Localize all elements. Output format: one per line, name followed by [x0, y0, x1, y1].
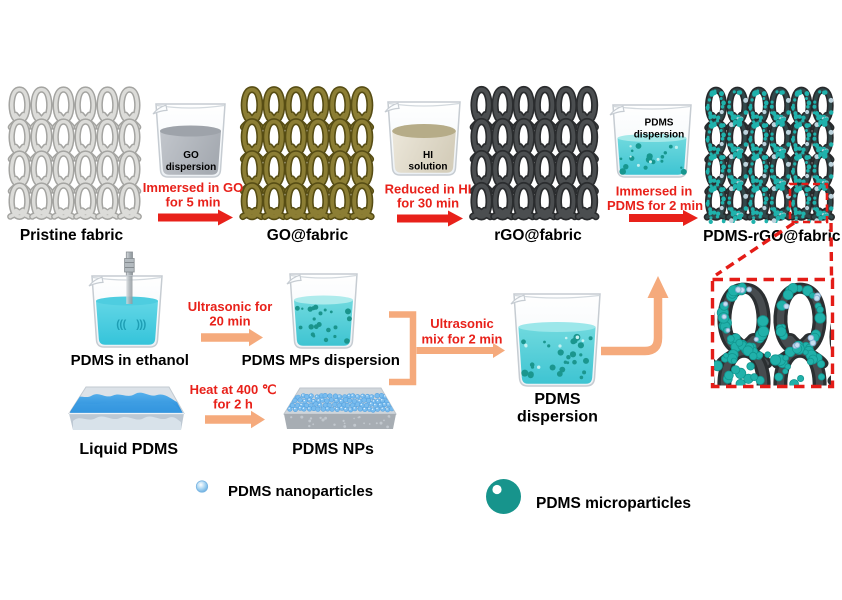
svg-text:for 5 min: for 5 min [166, 195, 221, 210]
svg-text:PDMS microparticles: PDMS microparticles [536, 495, 691, 512]
svg-text:dispersion: dispersion [166, 162, 217, 173]
svg-text:PDMS: PDMS [534, 391, 581, 408]
svg-text:GO: GO [183, 150, 199, 161]
svg-text:HI: HI [423, 150, 433, 161]
svg-text:PDMS MPs dispersion: PDMS MPs dispersion [242, 352, 400, 369]
svg-text:Pristine fabric: Pristine fabric [20, 227, 124, 244]
svg-text:mix for 2 min: mix for 2 min [422, 332, 503, 347]
svg-text:rGO@fabric: rGO@fabric [494, 227, 582, 244]
svg-text:Liquid PDMS: Liquid PDMS [79, 441, 178, 458]
svg-text:for 30 min: for 30 min [397, 196, 459, 211]
svg-text:dispersion: dispersion [634, 130, 685, 141]
svg-text:(((: ((( [116, 319, 126, 331]
svg-text:Ultrasonic: Ultrasonic [430, 316, 494, 331]
svg-text:GO@fabric: GO@fabric [267, 227, 349, 244]
svg-text:PDMS NPs: PDMS NPs [292, 441, 374, 458]
svg-text:20 min: 20 min [209, 314, 250, 329]
svg-text:PDMS nanoparticles: PDMS nanoparticles [228, 483, 373, 500]
svg-text:Immersed in GO: Immersed in GO [143, 180, 243, 195]
svg-text:PDMS in ethanol: PDMS in ethanol [71, 352, 189, 369]
svg-text:PDMS for 2 min: PDMS for 2 min [607, 198, 703, 213]
svg-text:solution: solution [409, 162, 448, 173]
svg-text:PDMS: PDMS [645, 118, 674, 129]
svg-text:Reduced in HI: Reduced in HI [385, 182, 472, 197]
svg-text:Immersed in: Immersed in [616, 184, 693, 199]
svg-text:))): ))) [136, 319, 146, 331]
svg-text:dispersion: dispersion [517, 409, 598, 426]
svg-text:for 2 h: for 2 h [213, 397, 253, 412]
svg-text:Ultrasonic for: Ultrasonic for [188, 299, 273, 314]
svg-text:PDMS-rGO@fabric: PDMS-rGO@fabric [703, 228, 841, 245]
svg-text:Heat at 400 ℃: Heat at 400 ℃ [190, 382, 277, 397]
